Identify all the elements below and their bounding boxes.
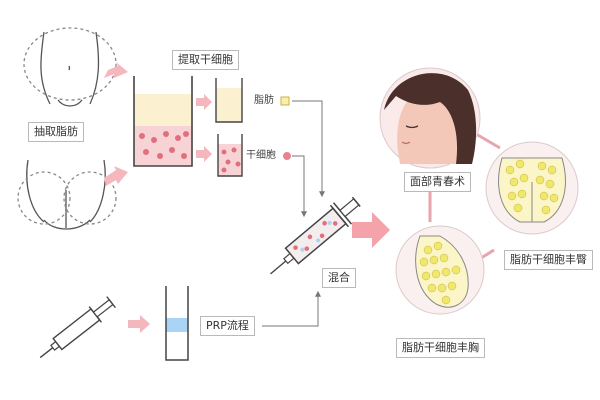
prp-syringe (39, 296, 116, 359)
extract-fat-label: 抽取脂肪 (28, 122, 84, 142)
extract-stem-cells-label: 提取干细胞 (172, 50, 239, 70)
arrow-torso-to-beaker (104, 62, 128, 78)
facial-rejuvenation-label: 面部青春术 (404, 172, 471, 192)
arrow-to-fat-tube (196, 94, 212, 110)
fat-tube (215, 78, 243, 123)
mix-label: 混合 (322, 268, 356, 288)
stem-cells-label: 干细胞 (246, 150, 276, 161)
buttocks-result-illustration (485, 141, 579, 235)
fat-marker-square (280, 96, 290, 106)
stem-cell-marker-dot (283, 152, 291, 160)
breast-augmentation-label: 脂肪干细胞丰胸 (396, 338, 485, 358)
arrows-to-beaker (104, 62, 128, 186)
arrow-buttocks-to-beaker (104, 166, 128, 186)
arrow-to-prp-tube (128, 315, 150, 333)
fat-label: 脂肪 (254, 95, 274, 106)
beaker (133, 76, 193, 167)
arrow-to-outcomes (352, 212, 390, 248)
stem-cell-tube (217, 134, 243, 177)
buttocks-illustration (17, 159, 117, 230)
face-illustration (379, 67, 481, 169)
prp-tube (165, 286, 189, 361)
buttock-augmentation-label: 脂肪干细胞丰臀 (504, 250, 593, 270)
breast-result-illustration (395, 225, 485, 315)
torso-front-illustration (23, 27, 117, 107)
arrows-to-tubes (196, 94, 212, 162)
connector-lines (262, 100, 325, 327)
arrow-to-cell-tube (196, 146, 212, 162)
mixing-syringe (270, 196, 361, 275)
prp-process-label: PRP流程 (200, 316, 255, 336)
